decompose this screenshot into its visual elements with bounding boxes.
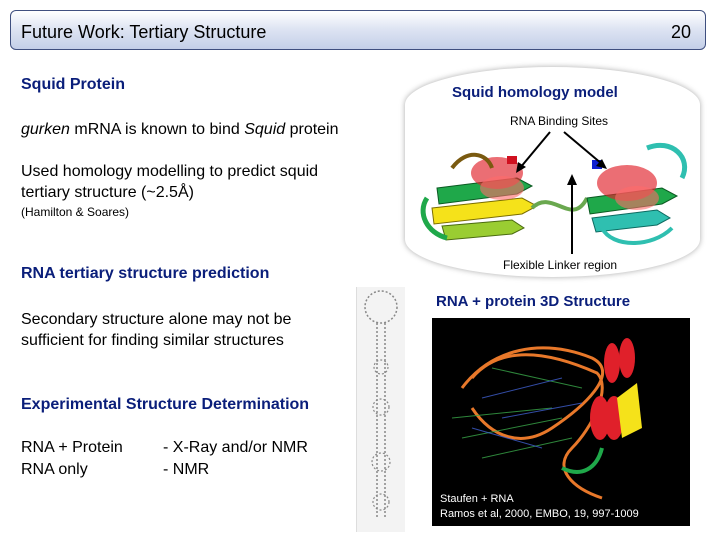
- linker-label: Flexible Linker region: [503, 258, 618, 272]
- complex-structure-panel: [432, 318, 690, 526]
- slide-number: 20: [670, 22, 691, 42]
- gurken-sentence-end: protein: [285, 121, 339, 138]
- binding-arrow-right: [563, 131, 603, 165]
- stem-loop-drawing: [364, 290, 398, 517]
- rna-tertiary-heading: RNA tertiary structure prediction: [21, 265, 270, 282]
- homology-line-1: Used homology modelling to predict squid: [21, 163, 319, 180]
- left-domain: [420, 152, 539, 241]
- experimental-method-1: - X-Ray and/or NMR: [163, 439, 308, 456]
- complex-figure-title: RNA + protein 3D Structure: [436, 293, 631, 310]
- slide-title: Future Work: Tertiary Structure: [21, 22, 267, 42]
- binding-arrow-left: [519, 131, 551, 169]
- homology-model-image: [420, 131, 687, 254]
- complex-caption-1: Staufen + RNA: [440, 493, 514, 505]
- experimental-label-2: RNA only: [21, 461, 88, 478]
- experimental-method-2: - NMR: [163, 461, 210, 478]
- secondary-line-1: Secondary structure alone may not be: [21, 311, 292, 328]
- title-bar: Future Work: Tertiary Structure 20: [10, 10, 706, 50]
- experimental-heading: Experimental Structure Determination: [21, 396, 310, 413]
- homology-citation: (Hamilton & Soares): [21, 205, 130, 219]
- secondary-structure-image: [356, 287, 405, 532]
- gurken-sentence-middle: mRNA is known to bind: [69, 121, 245, 138]
- linker-chain: [530, 197, 589, 212]
- squid-protein-heading: Squid Protein: [21, 76, 125, 93]
- secondary-line-2: sufficient for finding similar structure…: [21, 332, 284, 349]
- experimental-label-1: RNA + Protein: [21, 439, 123, 456]
- squid-word: Squid: [244, 121, 286, 138]
- gurken-word: gurken: [21, 121, 70, 138]
- complex-caption-2: Ramos et al, 2000, EMBO, 19, 997-1009: [440, 508, 639, 520]
- gurken-sentence: gurken mRNA is known to bind Squid prote…: [21, 120, 339, 140]
- homology-model-title: Squid homology model: [452, 84, 618, 101]
- complex-structure-image: [451, 338, 642, 500]
- binding-sites-label: RNA Binding Sites: [510, 114, 609, 128]
- right-domain: [586, 142, 687, 245]
- homology-line-2: tertiary structure (~2.5Å): [21, 184, 194, 201]
